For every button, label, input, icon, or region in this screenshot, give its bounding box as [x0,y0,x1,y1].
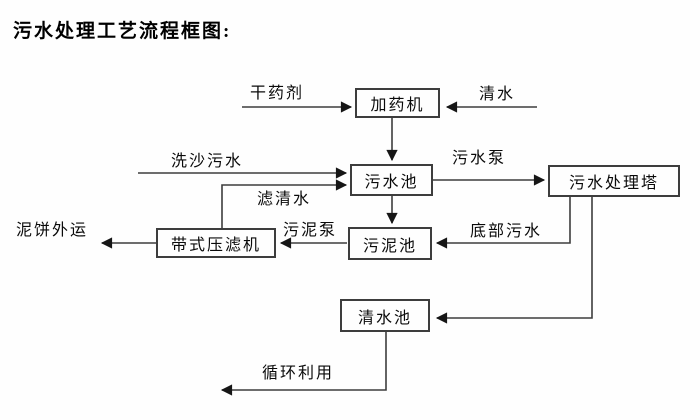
node-sludge-pool: 污泥池 [348,227,432,260]
arrow-clean-water-pool-to-recycle [220,332,387,396]
label-sand-washing-sewage: 洗沙污水 [171,153,244,170]
node-dosing-machine: 加药机 [355,88,440,118]
node-belt-filter-press: 带式压滤机 [156,228,276,258]
page-title: 污水处理工艺流程框图: [13,21,232,42]
arrow-filtered-water-to-sewage-pool [221,179,348,228]
node-treatment-tower: 污水处理塔 [548,165,680,197]
label-sewage-pump: 污水泵 [452,150,507,167]
label-bottom-sewage: 底部污水 [470,223,543,240]
node-clean-water-pool: 清水池 [340,299,430,332]
label-recycle-use: 循环利用 [262,365,335,382]
label-filtered-water: 滤清水 [257,191,312,208]
label-mud-cake-out: 泥饼外运 [16,222,89,239]
arrow-tower-to-clean-water-pool [435,197,593,324]
node-sewage-pool: 污水池 [350,164,433,196]
label-sludge-pump: 污泥泵 [283,222,338,239]
arrow-bottom-sewage-to-sludge-pool [435,197,571,249]
label-dry-agent: 干药剂 [250,85,305,102]
label-clean-water: 清水 [479,86,516,103]
